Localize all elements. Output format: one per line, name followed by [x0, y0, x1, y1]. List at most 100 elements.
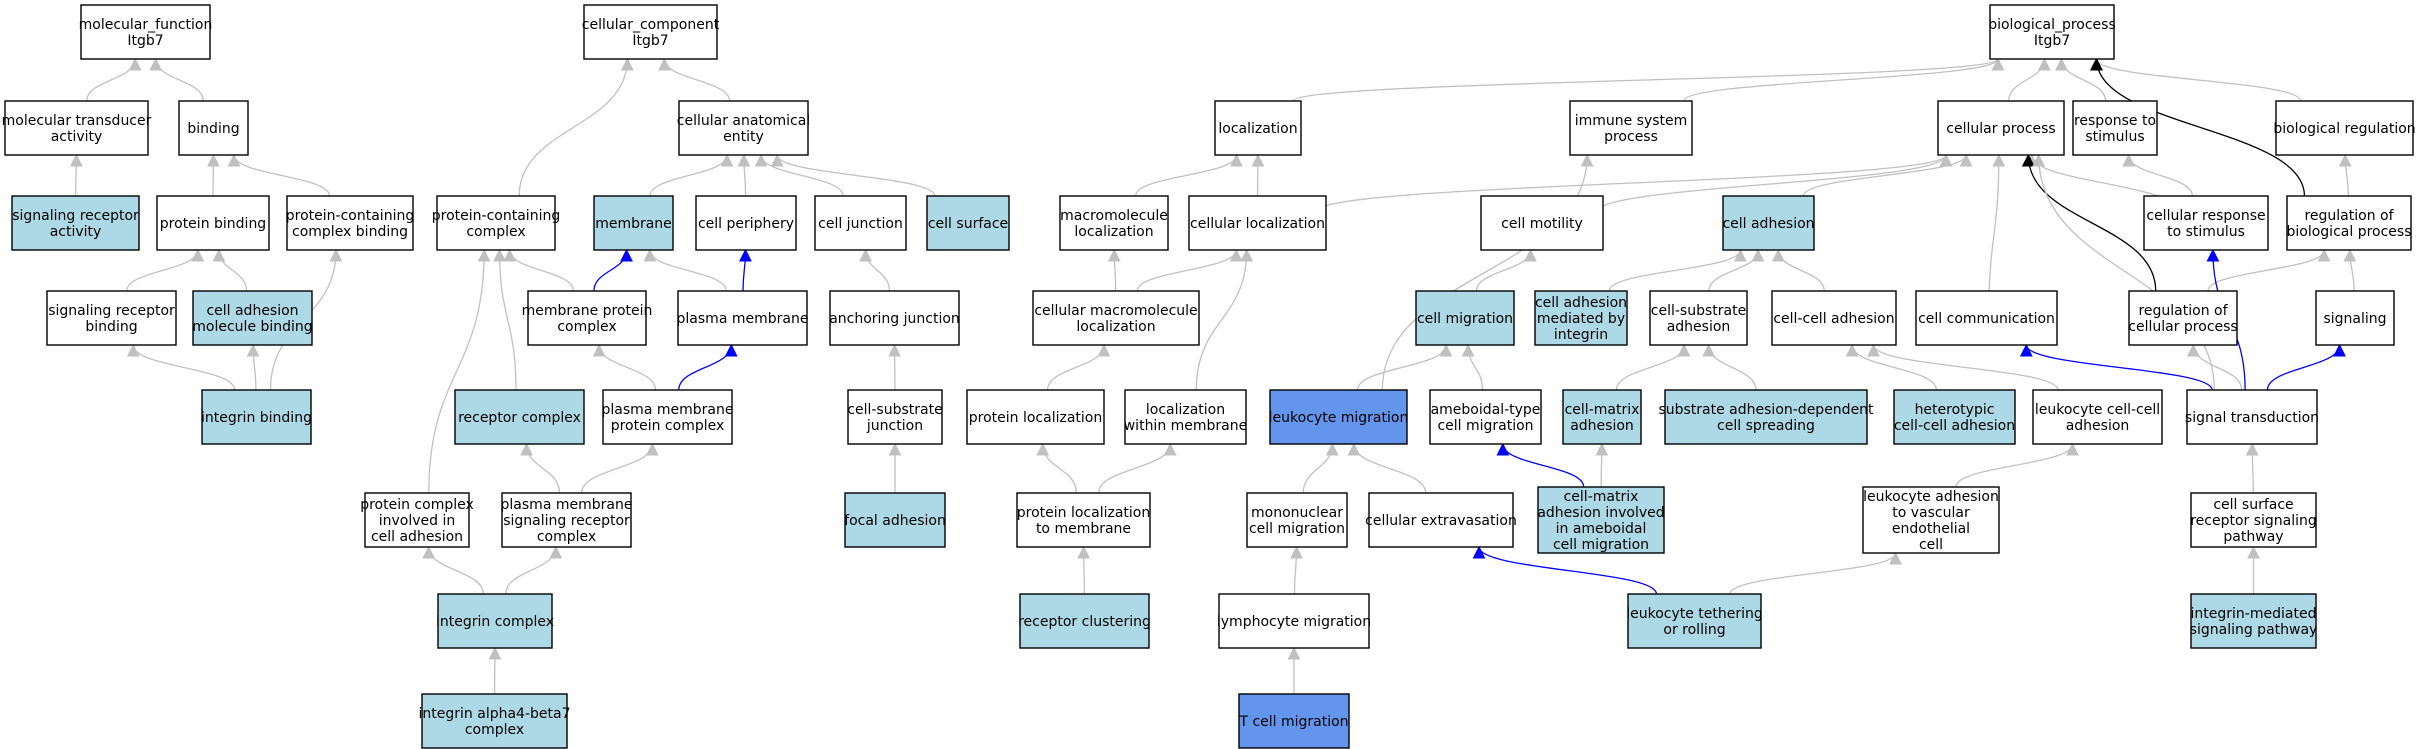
node-label-lavec-2: endothelial — [1892, 521, 1970, 537]
edge-pcica-to-pcc — [428, 248, 491, 494]
node-label-cami-2: integrin — [1554, 327, 1608, 343]
node-label-rts-1: stimulus — [2085, 129, 2144, 145]
node-label-lymig-0: lymphocyte migration — [1217, 614, 1371, 630]
node-label-cmml-1: localization — [1076, 319, 1155, 335]
edge-hcca-to-cca — [1845, 343, 1938, 391]
node-box-sra — [11, 195, 140, 251]
edge-cma-to-csa — [1615, 343, 1691, 391]
node-box-st — [2186, 389, 2318, 445]
node-label-ia4b7-0: integrin alpha4-beta7 — [419, 706, 571, 722]
node-lmig: leukocyte migration — [1269, 389, 1408, 445]
edge-cext-to-lmig — [1347, 442, 1427, 494]
node-label-st-0: signal transduction — [2185, 410, 2319, 426]
node-cp: cellular process — [1937, 100, 2065, 156]
node-label-csrsp-1: receptor signaling — [2190, 513, 2317, 529]
node-label-atcm-1: cell migration — [1437, 418, 1533, 434]
node-label-cper-0: cell periphery — [698, 216, 794, 232]
node-label-srb-0: signaling receptor — [48, 303, 175, 319]
edge-pltm-to-lwm — [1098, 442, 1177, 494]
node-label-crs-0: cellular response — [2146, 208, 2265, 224]
node-box-srb — [46, 290, 177, 346]
edge-cae-to-cc — [657, 57, 731, 102]
edge-cmaia-to-atcm — [1496, 442, 1585, 488]
node-label-sadcs-1: cell spreading — [1717, 418, 1815, 434]
edge-cadh-to-cp — [1802, 153, 1973, 197]
edge-lwm-to-cloc — [1195, 248, 1254, 391]
node-label-mem-0: membrane — [595, 216, 672, 232]
edge-pltm-to-ploc — [1036, 442, 1077, 494]
node-box-pmpc — [602, 389, 733, 445]
node-label-sadcs-0: substrate adhesion-dependent — [1658, 402, 1874, 418]
node-binding: binding — [178, 100, 249, 156]
node-cmot: cell motility — [1480, 195, 1604, 251]
node-label-csa-0: cell-substrate — [1651, 303, 1746, 319]
edge-ltr-to-cext — [1472, 545, 1658, 595]
node-label-pcica-2: cell adhesion — [371, 529, 463, 545]
node-box-bp — [1989, 4, 2115, 60]
edge-pmsrc-to-pmpc — [581, 442, 659, 494]
node-ploc: protein localization — [966, 389, 1105, 445]
edge-lavec-to-lcca — [1955, 442, 2079, 488]
node-label-rclus-0: receptor clustering — [1018, 614, 1151, 630]
node-box-hcca — [1893, 389, 2016, 445]
node-label-rbp-1: biological process — [2287, 224, 2412, 240]
node-box-pcica — [364, 492, 470, 548]
node-label-imsp-1: signaling pathway — [2190, 622, 2318, 638]
edge-st-to-sig — [2266, 343, 2347, 391]
node-box-ccom — [1915, 290, 2058, 346]
node-box-ic — [437, 593, 553, 649]
node-label-cc-1: Itgb7 — [632, 33, 668, 49]
node-label-cmml-0: cellular macromolecule — [1034, 303, 1197, 319]
node-box-pcc — [436, 195, 556, 251]
node-box-mta — [4, 100, 149, 156]
edge-ib-to-camb — [246, 343, 260, 391]
node-tcm: T cell migration — [1238, 693, 1350, 749]
edge-pcc-to-cc — [518, 57, 634, 197]
node-label-lavec-0: leukocyte adhesion — [1863, 489, 1999, 505]
node-box-cloc — [1188, 195, 1327, 251]
edge-mpc-to-mem — [593, 248, 634, 292]
node-label-srb-1: binding — [85, 319, 137, 335]
node-box-cc — [583, 4, 718, 60]
node-label-isp-0: immune system — [1575, 113, 1688, 129]
node-box-tcm — [1238, 693, 1350, 749]
node-box-binding — [178, 100, 249, 156]
node-box-lwm — [1124, 389, 1247, 445]
node-box-csa — [1649, 290, 1748, 346]
node-label-mcm-0: mononuclear — [1251, 505, 1343, 521]
edge-ic-to-pcica — [422, 545, 484, 595]
node-loc: localization — [1214, 100, 1302, 156]
node-label-pltm-0: protein localization — [1017, 505, 1150, 521]
edge-mpc-to-pcc — [503, 248, 574, 292]
node-label-csrsp-0: cell surface — [2213, 497, 2293, 513]
node-label-pm-0: plasma membrane — [677, 311, 809, 327]
node-label-cmaia-1: adhesion involved — [1537, 505, 1664, 521]
edge-ploc-to-cmml — [1046, 343, 1111, 391]
node-cloc: cellular localization — [1188, 195, 1327, 251]
node-box-rclus — [1019, 593, 1150, 649]
edge-lymig-to-mcm — [1290, 545, 1304, 595]
node-label-cc-0: cellular_component — [582, 17, 720, 33]
node-sig: signaling — [2315, 290, 2395, 346]
node-box-ib — [201, 389, 312, 445]
node-label-ccom-0: cell communication — [1918, 311, 2055, 327]
node-box-imsp — [2190, 593, 2317, 649]
node-label-breg-0: biological regulation — [2273, 121, 2415, 137]
node-fa: focal adhesion — [844, 492, 946, 548]
node-label-ltr-0: leukocyte tethering — [1626, 606, 1763, 622]
edge-cper-to-cae — [737, 153, 751, 197]
